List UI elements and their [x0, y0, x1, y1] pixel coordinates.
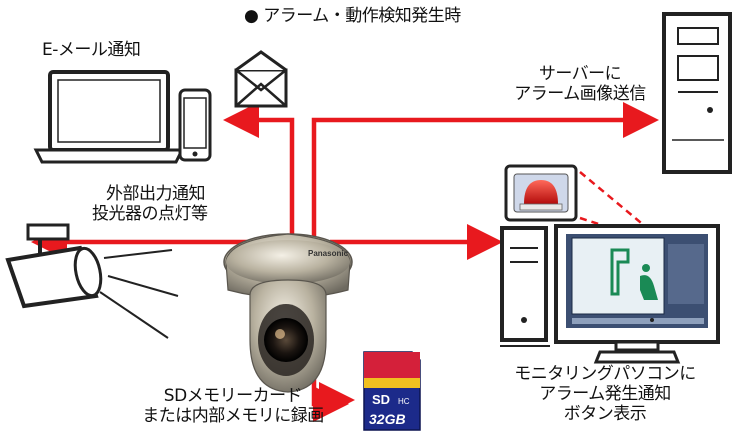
- page-title: ● アラーム・動作検知発生時: [244, 6, 461, 26]
- arrows: [31, 102, 659, 418]
- server-send-label: サーバーに アラーム画像送信: [500, 64, 660, 104]
- svg-text:32GB: 32GB: [369, 411, 406, 427]
- monitor-alarm-label: モニタリングパソコンに アラーム発生通知 ボタン表示: [480, 364, 730, 424]
- alarm-lamp-icon: [504, 164, 578, 222]
- server-label-line2: アラーム画像送信: [514, 84, 646, 104]
- sd-record-label: SDメモリーカード または内部メモリに録画: [116, 386, 350, 426]
- email-notify-label: E-メール通知: [42, 40, 141, 60]
- envelope-icon: [234, 50, 288, 108]
- monitor-label-line1: モニタリングパソコンに: [514, 364, 696, 384]
- arrow-to-server: [311, 102, 659, 232]
- laptop-icon: [33, 70, 185, 164]
- callout-line-top: [579, 171, 653, 233]
- sd-card-icon: SD HC 32GB: [363, 351, 421, 431]
- arrow-to-email: [223, 102, 295, 232]
- smartphone-icon: [178, 88, 212, 162]
- floodlight-icon: [5, 223, 179, 339]
- server-tower-icon: [662, 12, 732, 174]
- monitor-label-line3: ボタン表示: [563, 404, 647, 424]
- svg-text:SD: SD: [372, 392, 390, 407]
- desktop-pc-icon: [500, 224, 720, 364]
- external-label-line1: 外部出力通知: [106, 184, 205, 204]
- server-label-line1: サーバーに: [538, 64, 622, 84]
- monitor-label-line2: アラーム発生通知: [539, 384, 671, 404]
- ptz-camera-icon: Panasonic: [223, 233, 353, 393]
- sd-label-line2: または内部メモリに録画: [142, 406, 324, 426]
- external-output-label: 外部出力通知 投光器の点灯等: [92, 184, 208, 224]
- camera-brand-text: Panasonic: [308, 249, 349, 258]
- arrow-sd-path: [311, 380, 349, 422]
- external-label-line2: 投光器の点灯等: [92, 204, 208, 224]
- sd-label-line1: SDメモリーカード: [163, 386, 303, 406]
- svg-text:HC: HC: [398, 397, 410, 406]
